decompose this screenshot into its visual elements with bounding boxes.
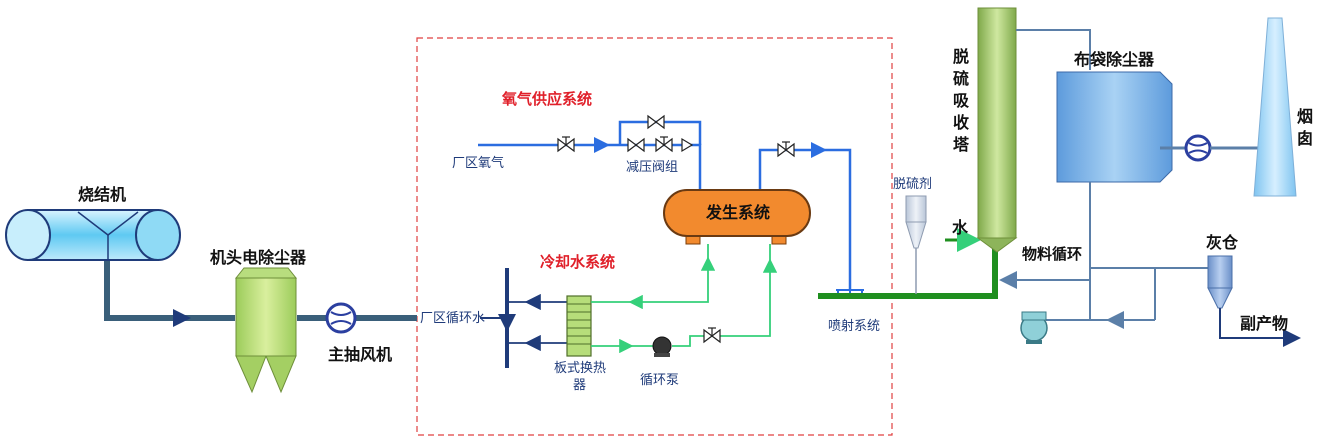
- label-main-fan: 主抽风机: [328, 345, 393, 364]
- label-esp: 机头电除尘器: [210, 248, 307, 267]
- label-byproduct: 副产物: [1240, 314, 1289, 333]
- label-pressure-valve-group: 减压阀组: [626, 160, 679, 175]
- circulation-pump-icon: [652, 336, 672, 357]
- ash-line: [1090, 267, 1156, 320]
- valve-icon: [627, 137, 645, 153]
- system-boundary-box: [416, 37, 893, 436]
- plate-heat-exchanger: [566, 295, 592, 357]
- sinter-machine: [5, 209, 181, 261]
- material-circ-line: [1089, 182, 1155, 321]
- valve-icon: [777, 141, 795, 158]
- label-generator: 发生系统: [706, 203, 771, 222]
- absorber-tower: [976, 7, 1018, 253]
- valve-icon: [703, 327, 721, 344]
- label-oxygen-system: 氧气供应系统: [502, 90, 593, 108]
- label-sinter: 烧结机: [78, 185, 127, 204]
- label-bag-filter: 布袋除尘器: [1074, 50, 1155, 69]
- valve-icon: [647, 114, 665, 130]
- label-water: 水: [952, 218, 969, 237]
- label-cooling-system: 冷却水系统: [540, 253, 616, 271]
- chimney: [1253, 17, 1297, 197]
- label-injection-system: 喷射系统: [828, 319, 881, 334]
- flue-line-tower-to-bag: [1016, 29, 1091, 70]
- booster-fan-icon: [1184, 134, 1212, 162]
- label-desulfurizer: 脱硫剂: [893, 177, 933, 192]
- valve-icon: [557, 136, 575, 153]
- ash-silo: [1155, 255, 1233, 309]
- label-absorber-tower: 脱硫吸收塔: [952, 47, 969, 154]
- flue-line-sinter-to-esp: [104, 240, 235, 321]
- byproduct-line: [1219, 308, 1301, 347]
- label-plate-exchanger-line2: 器: [573, 378, 587, 393]
- label-plate-exchanger-line1: 板式换热: [554, 361, 607, 376]
- label-ash-silo: 灰仓: [1206, 233, 1239, 252]
- valve-icon: [655, 136, 673, 153]
- desulfurizer-hopper: [905, 195, 927, 294]
- label-chimney: 烟囱: [1296, 107, 1313, 148]
- generator-outlet-line: [758, 148, 852, 290]
- generator-vessel: [663, 189, 811, 245]
- valve-icon: [681, 137, 694, 153]
- esp-body: [234, 267, 298, 394]
- bag-filter-body: [1056, 71, 1173, 183]
- injection-line: [818, 248, 998, 299]
- label-material-circ: 物料循环: [1022, 245, 1083, 263]
- label-circ-pump: 循环泵: [640, 373, 680, 388]
- main-fan-icon: [325, 302, 357, 334]
- label-plant-oxygen: 厂区氧气: [452, 156, 505, 171]
- label-plant-circ-water: 厂区循环水: [420, 311, 486, 326]
- fluidizing-fan-icon: [1020, 311, 1048, 344]
